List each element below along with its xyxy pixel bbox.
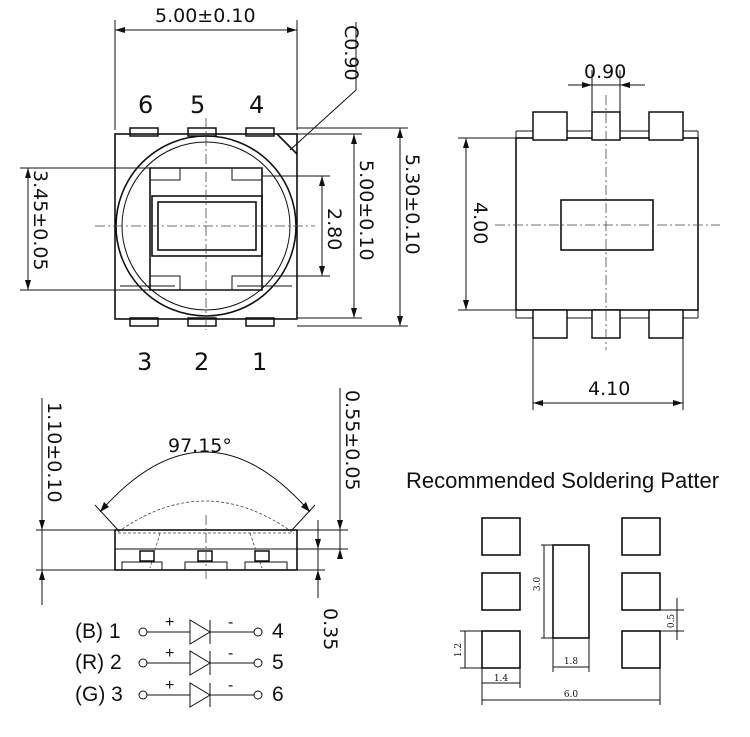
led-row-2: (R) 2 + - 5	[75, 645, 284, 676]
pin-label-3: 3	[137, 348, 152, 376]
pin-label-4: 4	[249, 91, 264, 119]
base-label: 0.35	[319, 608, 341, 650]
led-cathode-2: -	[228, 645, 233, 662]
outer-dim-label: 5.30±0.10	[401, 154, 423, 255]
led-label-1: (B) 1	[75, 620, 121, 643]
led-end-3: 6	[272, 683, 284, 706]
led-cathode-1: -	[228, 614, 233, 631]
led-end-1: 4	[272, 620, 284, 643]
led-anode-3: +	[165, 677, 174, 694]
side-view: 1.10±0.10 97.15° 0.55±0.05	[36, 388, 363, 650]
top-view: 5.00±0.10 C0.90 6 5 4 3 2 1	[20, 5, 423, 376]
bottom-view: 0.90 4.00 4.10	[458, 61, 720, 410]
sold-height-label: 3.0	[533, 577, 543, 592]
body-dim-label: 5.00±0.10	[355, 160, 377, 261]
angle-label: 97.15°	[168, 435, 232, 457]
pin-label-5: 5	[190, 91, 205, 119]
side-height-label: 1.10±0.10	[43, 402, 65, 503]
width-dim-label: 5.00±0.10	[155, 5, 256, 27]
pad-width-label: 0.90	[584, 61, 626, 83]
sold-pad-v-label: 1.2	[454, 643, 464, 657]
led-label-3: (G) 3	[75, 683, 123, 706]
left-dim-label: 3.45±0.05	[29, 170, 51, 271]
led-row-1: (B) 1 + - 4	[75, 614, 284, 645]
height-label: 4.00	[469, 202, 491, 244]
chamfer-label: C0.90	[340, 25, 362, 81]
pin-label-6: 6	[138, 91, 153, 119]
led-row-3: (G) 3 + - 6	[75, 677, 284, 708]
led-cathode-3: -	[228, 677, 233, 694]
led-schematic: (B) 1 + - 4 (R) 2 + - 5 (G) 3	[75, 614, 284, 708]
sold-pad-w-label: 1.4	[494, 674, 509, 684]
sold-total-label: 6.0	[564, 690, 579, 700]
led-label-2: (R) 2	[75, 651, 122, 674]
soldering-pattern: Recommended Soldering Patter 3.0 0.5 1.2…	[406, 468, 719, 705]
soldering-title: Recommended Soldering Patter	[406, 468, 719, 493]
pin-label-1: 1	[252, 348, 267, 376]
width-label: 4.10	[588, 378, 630, 400]
inner-dim-label: 2.80	[323, 208, 345, 250]
led-anode-2: +	[165, 645, 174, 662]
led-anode-1: +	[165, 614, 174, 631]
sold-pad-h-label: 0.5	[667, 614, 677, 629]
sold-center-w-label: 1.8	[564, 657, 579, 667]
pin-label-2: 2	[194, 348, 209, 376]
led-end-2: 5	[272, 651, 284, 674]
lens-label: 0.55±0.05	[341, 390, 363, 491]
